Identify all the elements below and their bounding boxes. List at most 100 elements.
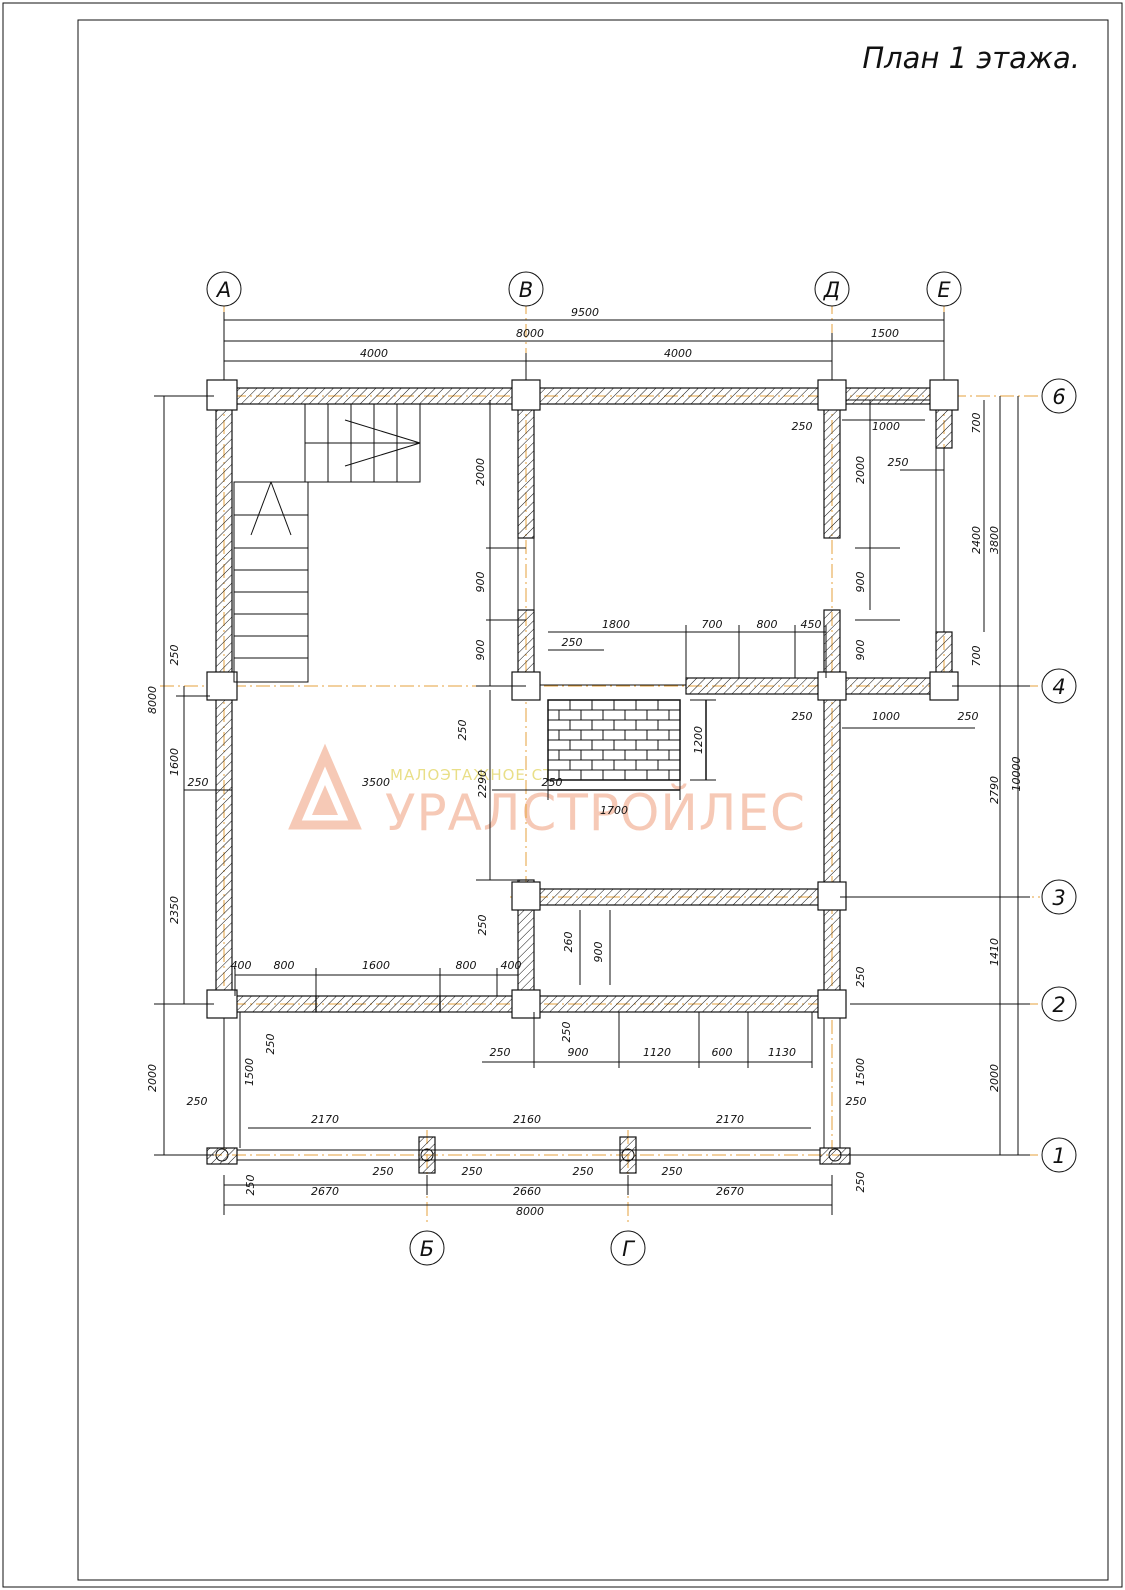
- post-caps: [206, 379, 959, 1019]
- wall-row-4-partition: [685, 677, 841, 695]
- dim-top-left-half: 4000: [360, 347, 388, 360]
- dim-bottom-span-2: 2660: [513, 1185, 541, 1198]
- porch-post-g: [619, 1136, 637, 1174]
- dim-stove-gap: 250: [456, 720, 469, 741]
- dim-lower-wall: 250: [476, 915, 489, 936]
- dim-bottom-corner: 250: [244, 1175, 257, 1196]
- svg-text:4: 4: [1052, 675, 1065, 699]
- dim-right-porch-top: 250: [854, 967, 867, 988]
- dim-terrace-bottom-wall: 250: [792, 710, 813, 723]
- dim-left-hall-wall: 250: [188, 776, 209, 789]
- svg-text:Б: Б: [420, 1237, 434, 1261]
- dim-top-main: 8000: [516, 327, 544, 340]
- dim-row2-door-1: 250: [560, 1022, 573, 1043]
- dim-inner-span-2: 2160: [513, 1113, 541, 1126]
- dim-bottom-total: 8000: [516, 1205, 544, 1218]
- porch-corner-right: [819, 1147, 851, 1165]
- dim-left-porch-edge: 250: [187, 1095, 208, 1108]
- dim-bottom-span-3: 2670: [716, 1185, 744, 1198]
- dim-stove-height: 1200: [692, 726, 705, 754]
- dim-right-door-bottom: 900: [854, 640, 867, 661]
- dim-left-middle: 1600: [168, 748, 181, 776]
- dim-inner-span-1: 2170: [311, 1113, 339, 1126]
- porch-post-b: [418, 1136, 436, 1174]
- dim-top-right-half: 4000: [664, 347, 692, 360]
- dim-row2-door-2: 250: [490, 1046, 511, 1059]
- dim-lower-opening-a: 260: [562, 932, 575, 953]
- dim-row2-door-4: 1120: [643, 1046, 671, 1059]
- dim-right-total: 10000: [1010, 757, 1023, 792]
- dim-left-porch: 2000: [146, 1064, 159, 1092]
- dim-terrace-middle: 2400: [970, 526, 983, 554]
- dim-partition-2: 700: [702, 618, 723, 631]
- dim-post-width-3: 250: [573, 1165, 594, 1178]
- axis-marker-1: 1: [1041, 1137, 1077, 1173]
- svg-text:3: 3: [1052, 886, 1065, 910]
- svg-text:6: 6: [1052, 385, 1065, 409]
- dim-row2-window-3: 1600: [362, 959, 390, 972]
- dim-lower-opening-b: 900: [592, 942, 605, 963]
- dim-hall-width: 3500: [362, 776, 390, 789]
- dim-inner-span-3: 2170: [716, 1113, 744, 1126]
- dim-terrace-top: 700: [970, 413, 983, 434]
- dim-right-porch-post: 250: [846, 1095, 867, 1108]
- dim-post-width-1: 250: [373, 1165, 394, 1178]
- axis-marker-g: Г: [610, 1230, 646, 1266]
- dim-right-door: 900: [854, 572, 867, 593]
- dim-left-lower: 2350: [168, 896, 181, 924]
- dim-terrace-top-span: 1000: [872, 420, 900, 433]
- dim-right-door-top: 2000: [854, 456, 867, 484]
- svg-text:Г: Г: [622, 1237, 636, 1261]
- dim-stove-width: 1700: [600, 804, 628, 817]
- dim-partition-3: 800: [757, 618, 778, 631]
- dim-left-porch-gap: 1500: [243, 1058, 256, 1086]
- axis-markers: А В Д Е Б Г 6 4: [206, 271, 1077, 1266]
- dim-wall-top: 2000: [474, 458, 487, 486]
- brick-stove: [547, 699, 716, 800]
- svg-text:А: А: [215, 278, 231, 302]
- dimension-texts: 9500 8000 1500 4000 4000 8000 2670 2660 …: [146, 306, 1023, 1218]
- axis-marker-d: Д: [814, 271, 850, 307]
- thin-lines: [223, 399, 945, 1161]
- dim-terrace-bottom: 700: [970, 646, 983, 667]
- dim-row2-door-6: 1130: [768, 1046, 796, 1059]
- axis-marker-e: Е: [926, 271, 962, 307]
- dim-left-porch-beam: 250: [264, 1034, 277, 1055]
- wall-row-3: [517, 888, 841, 906]
- axis-marker-3: 3: [1041, 879, 1077, 915]
- dim-right-lower: 1410: [988, 938, 1001, 966]
- staircase: [233, 403, 421, 683]
- axis-marker-b: Б: [409, 1230, 445, 1266]
- dim-stove-depth: 2290: [476, 770, 489, 798]
- svg-text:1: 1: [1052, 1144, 1065, 1168]
- dim-left-wall: 250: [168, 645, 181, 666]
- dim-wall-door: 900: [474, 572, 487, 593]
- svg-text:2: 2: [1052, 993, 1065, 1017]
- dim-row2-door-3: 900: [568, 1046, 589, 1059]
- dim-right-middle: 2790: [988, 776, 1001, 804]
- dim-terrace-top-rail: 250: [888, 456, 909, 469]
- dim-terrace-bottom-span: 1000: [872, 710, 900, 723]
- watermark-logo-icon: [288, 743, 362, 830]
- svg-text:В: В: [519, 278, 533, 302]
- dim-hall-wall: 250: [542, 776, 563, 789]
- dim-right-porch-middle: 1500: [854, 1058, 867, 1086]
- dimension-lines: [154, 312, 1030, 1215]
- wall-row-2-east: [533, 995, 841, 1013]
- dim-right-top: 3800: [988, 526, 1001, 554]
- dim-terrace-top-wall: 250: [792, 420, 813, 433]
- axis-marker-2: 2: [1041, 986, 1077, 1022]
- dim-row2-window-2: 800: [274, 959, 295, 972]
- svg-text:Е: Е: [937, 278, 951, 302]
- dim-right-porch: 2000: [988, 1064, 1001, 1092]
- dim-top-total: 9500: [571, 306, 599, 319]
- dim-post-width-4: 250: [662, 1165, 683, 1178]
- svg-text:Д: Д: [823, 278, 840, 302]
- dim-partition-1: 1800: [602, 618, 630, 631]
- plan-title: План 1 этажа.: [862, 41, 1080, 75]
- dim-row2-window-1: 400: [231, 959, 252, 972]
- dim-terrace-bottom-rail: 250: [958, 710, 979, 723]
- dim-top-terrace: 1500: [871, 327, 899, 340]
- dim-post-width-2: 250: [462, 1165, 483, 1178]
- watermark-big-text: УРАЛСТРОЙЛЕС: [385, 783, 806, 842]
